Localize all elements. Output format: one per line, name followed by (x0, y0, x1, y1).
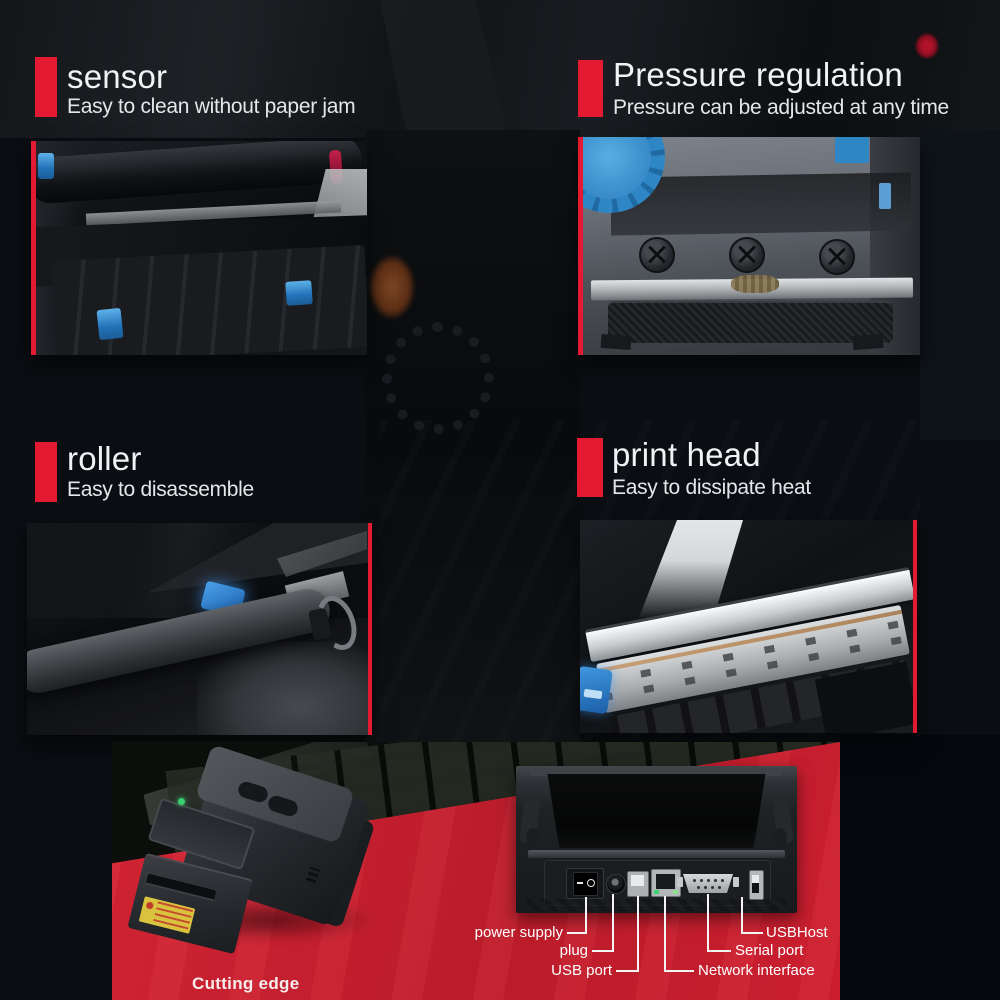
callout-line (741, 897, 743, 934)
ethernet-port (651, 869, 681, 897)
port-label-serial-port: Serial port (735, 942, 804, 959)
port-label-power-supply: power supply (474, 924, 563, 941)
print-head-photo (580, 520, 917, 733)
hinge-knob (526, 828, 540, 848)
blue-guide-clip (285, 280, 313, 306)
platen-roller (608, 301, 893, 343)
roller-accent-bar (35, 442, 57, 502)
blue-tab (835, 137, 869, 163)
callout-line (612, 894, 614, 952)
port-label-usb-port: USB port (551, 962, 612, 979)
background-middle-column (365, 130, 580, 748)
port-label-network-interface: Network interface (698, 962, 815, 979)
foot (600, 333, 632, 351)
foot (852, 333, 884, 351)
sensor-title: sensor (67, 58, 168, 95)
sensor-subtitle: Easy to clean without paper jam (67, 95, 356, 118)
callout-line (664, 896, 666, 972)
background-bottom-right (840, 735, 1000, 1000)
blue-guide-clip (38, 153, 54, 179)
floor-light (197, 641, 368, 735)
printhead-title: print head (612, 436, 761, 473)
roller-subtitle: Easy to disassemble (67, 478, 254, 501)
lid-frame (530, 770, 783, 776)
cutting-edge-label: Cutting edge (192, 974, 300, 993)
pressure-regulation-photo (578, 137, 920, 355)
port-label-usb-host: USBHost (766, 924, 828, 941)
shade (814, 661, 913, 733)
serial-nut (677, 877, 683, 887)
serial-nut (733, 877, 739, 887)
switch-on-mark (577, 882, 583, 884)
callout-line (707, 894, 709, 952)
port-label-plug: plug (559, 942, 588, 959)
printhead-accent-bar (577, 438, 603, 497)
ports-panel-photo (516, 766, 797, 913)
callout-line (637, 896, 639, 972)
sensor-photo (31, 141, 367, 355)
background-gear-shape (382, 322, 494, 434)
callout-line (707, 950, 731, 952)
power-jack (606, 874, 626, 894)
roller-title: roller (67, 440, 142, 477)
printhead-subtitle: Easy to dissipate heat (612, 476, 811, 499)
switch-off-mark (587, 879, 595, 887)
open-lid (547, 774, 766, 848)
roller-photo (27, 523, 372, 735)
pressure-subtitle: Pressure can be adjusted at any time (613, 96, 949, 119)
usb-b-port (627, 871, 649, 897)
serial-pins (693, 879, 696, 882)
background-right-column (920, 130, 1000, 440)
texture (526, 899, 787, 911)
printer-photo (127, 744, 390, 955)
pressure-adjust-knob (819, 239, 855, 275)
pressure-title: Pressure regulation (613, 56, 903, 93)
usb-host-port (749, 870, 764, 900)
power-led (178, 798, 185, 805)
callout-line (664, 970, 694, 972)
blue-tab (879, 183, 891, 209)
brass-gear (731, 275, 779, 293)
power-switch (566, 868, 604, 899)
serial-connector (683, 874, 733, 893)
sensor-accent-bar (35, 57, 57, 117)
callout-line (616, 970, 639, 972)
background-red-roller-end (916, 34, 938, 58)
shelf-edge (528, 850, 785, 858)
callout-line (585, 897, 587, 934)
pressure-adjust-knob (729, 237, 765, 273)
callout-line (741, 932, 763, 934)
pressure-adjust-knob (639, 237, 675, 273)
callout-line (592, 950, 614, 952)
callout-line (567, 932, 587, 934)
blue-guide-clip (96, 307, 124, 341)
pressure-accent-bar (578, 60, 603, 117)
hinge-knob (773, 828, 787, 848)
background-orange-accent (370, 256, 414, 318)
